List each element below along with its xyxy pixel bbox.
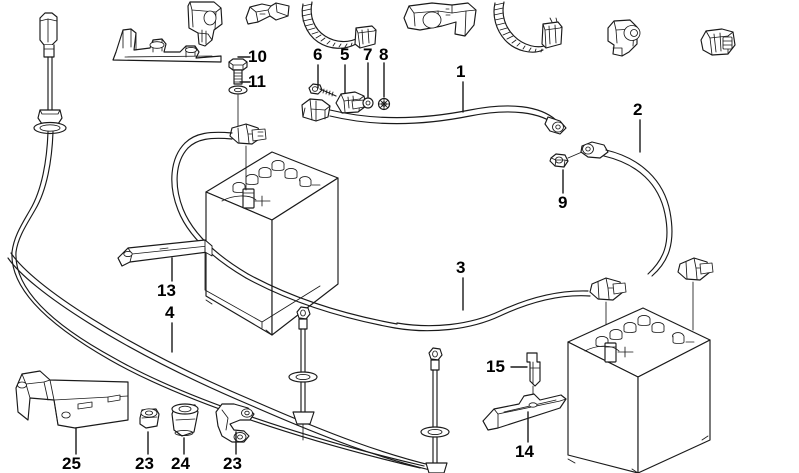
part-grommet-23a: [139, 408, 160, 429]
callout-mounting-bracket[interactable]: 25: [62, 454, 81, 473]
battery-vent-caps-left: [232, 159, 312, 193]
battery-tray-outline: [204, 239, 339, 329]
part-hex-nut-9: [549, 151, 583, 168]
part-lock-washer-8: [377, 97, 391, 111]
part-terminal-clamp-5: [335, 91, 367, 114]
part-zip-tie-strip: [493, 1, 563, 53]
part-hex-bolt-10: [228, 58, 248, 85]
battery-terminal-clamp-left: [229, 123, 267, 191]
part-tie-rod-b: [420, 347, 450, 473]
callout-lock-washer[interactable]: 8: [379, 45, 389, 64]
callout-hex-nut[interactable]: 9: [558, 193, 568, 212]
battery-upper-left: [171, 123, 398, 336]
callout-ground-cable[interactable]: 4: [165, 303, 175, 322]
part-washer-11: [228, 85, 248, 95]
part-long-loop-cable: [11, 12, 425, 469]
callout-rubber-grommet-small[interactable]: 23: [135, 454, 154, 473]
part-cable-mount-e: [607, 19, 641, 57]
part-rubber-mount-24: [171, 403, 199, 437]
callout-battery-to-battery-cable[interactable]: 3: [456, 258, 466, 277]
part-retaining-pin-15: [526, 352, 541, 399]
part-cable-clip-bracket-a: [112, 28, 222, 63]
part-cable-clip-c: [245, 2, 290, 25]
callout-plain-washer[interactable]: 7: [363, 45, 373, 64]
part-screw-6: [308, 83, 337, 97]
battery-vent-caps-right: [595, 314, 685, 347]
part-battery-negative-cable-2: [580, 141, 714, 331]
part-mounting-bracket-25: [15, 370, 129, 429]
callout-battery-negative-cable[interactable]: 2: [633, 100, 643, 119]
part-cable-cover-d: [403, 2, 477, 37]
callout-washer[interactable]: 11: [248, 72, 266, 91]
callout-battery-positive-cable[interactable]: 1: [456, 62, 466, 81]
callout-hex-bolt[interactable]: 10: [248, 47, 267, 66]
callout-cable-terminal-clamp[interactable]: 5: [340, 45, 350, 64]
part-strap-23b: [215, 403, 255, 443]
callout-rubber-mount[interactable]: 24: [171, 454, 190, 473]
callout-screw-with-eyelet[interactable]: 6: [313, 45, 323, 64]
part-plain-washer-7: [362, 97, 374, 109]
leader-lines: [75, 56, 641, 455]
part-cable-holder-b: [187, 1, 223, 47]
callout-battery-clamp-rail-left[interactable]: 13: [157, 281, 176, 300]
callout-battery-clamp-rail-right[interactable]: 14: [515, 442, 534, 461]
battery-lower-right: [567, 307, 711, 473]
part-cable-clip-f: [700, 28, 736, 56]
part-tie-rod-a: [288, 306, 318, 441]
callout-retaining-pin[interactable]: 15: [486, 357, 505, 376]
part-hold-down-rail-13: [117, 239, 213, 267]
part-hold-down-rail-14: [482, 393, 567, 431]
callout-retaining-strap[interactable]: 23: [223, 454, 242, 473]
part-battery-positive-cable-1: [301, 98, 567, 135]
part-ground-cable-4: [7, 252, 435, 471]
part-corrugated-conduit: [301, 1, 377, 49]
